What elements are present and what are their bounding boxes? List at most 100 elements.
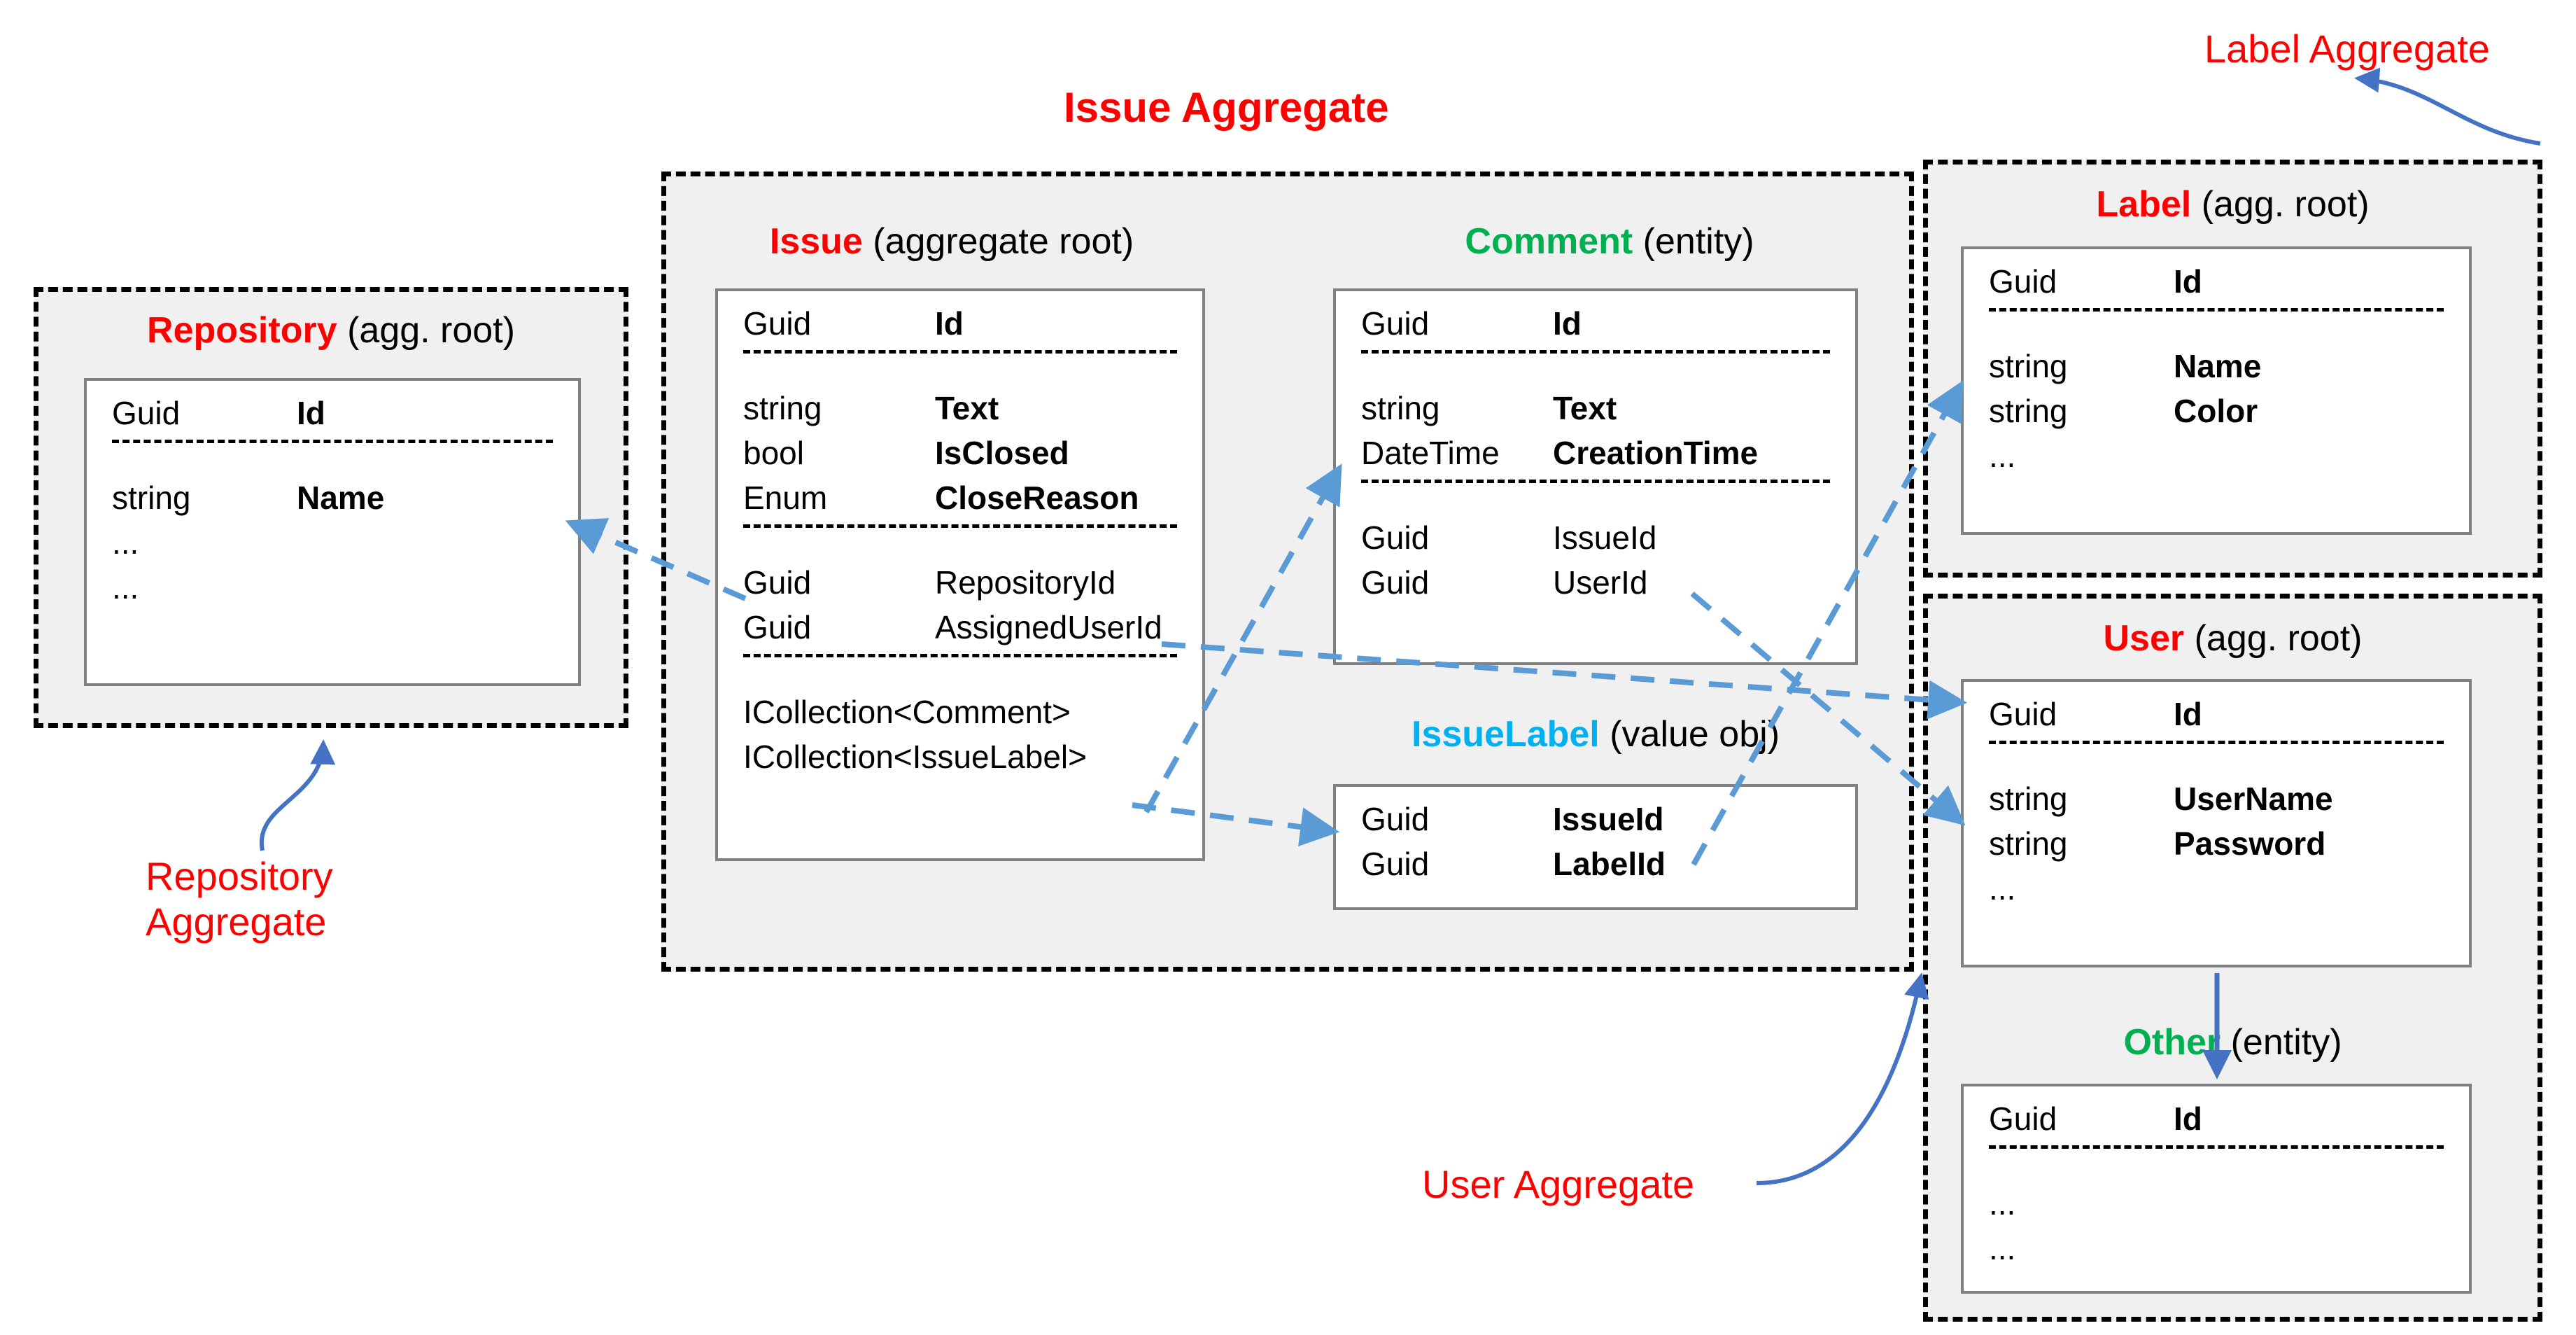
- field-name: Name: [2174, 348, 2262, 384]
- table-row: Guid IssueId: [1336, 797, 1855, 841]
- class-name-repository: Repository: [147, 310, 337, 351]
- row-separator: [743, 350, 1177, 382]
- table-row: string Password: [1964, 821, 2469, 866]
- row-separator: [743, 654, 1177, 685]
- table-row: Guid Id: [1964, 692, 2469, 736]
- field-name: RepositoryId: [935, 564, 1116, 601]
- table-row: string Color: [1964, 389, 2469, 433]
- ellipsis-row: ...: [1989, 1185, 2016, 1222]
- field-name: Id: [297, 395, 325, 431]
- table-row: Guid Id: [1964, 1096, 2469, 1141]
- field-type: string: [1361, 390, 1440, 426]
- table-row: string Name: [87, 475, 578, 520]
- table-row: string Text: [718, 386, 1202, 431]
- class-kind-other: (entity): [2230, 1022, 2342, 1063]
- field-type: DateTime: [1361, 435, 1500, 471]
- field-type: Guid: [1361, 305, 1430, 342]
- caption-repository: Repository (agg. root): [34, 312, 628, 350]
- field-name: Id: [2174, 263, 2202, 300]
- table-row: ICollection<IssueLabel>: [718, 734, 1202, 779]
- table-row: Guid AssignedUserId: [718, 605, 1202, 650]
- callout-arrow-user-aggregate: [1756, 972, 1929, 1185]
- table-row: Guid Id: [87, 391, 578, 435]
- field-type: Guid: [112, 395, 181, 431]
- callout-line-2: Aggregate: [146, 899, 327, 944]
- table-row: Guid IssueId: [1336, 515, 1855, 560]
- caption-issue: Issue (aggregate root): [700, 223, 1204, 261]
- callout-line-1: Repository: [146, 854, 333, 898]
- class-kind-user: (agg. root): [2194, 618, 2363, 659]
- table-row: Guid Id: [1964, 259, 2469, 304]
- field-type: bool: [743, 435, 804, 471]
- table-row: Guid Id: [718, 301, 1202, 346]
- field-type: string: [743, 390, 822, 426]
- table-row: string Name: [1964, 344, 2469, 389]
- class-name-comment: Comment: [1465, 221, 1633, 262]
- row-separator: [112, 440, 553, 471]
- callout-user-aggregate: User Aggregate: [1422, 1162, 1695, 1206]
- field-type: Guid: [1361, 564, 1430, 601]
- entity-box-issuelabel: Guid IssueId Guid LabelId: [1333, 784, 1858, 910]
- field-name: AssignedUserId: [935, 609, 1162, 645]
- table-row: ICollection<Comment>: [718, 690, 1202, 734]
- field-type: string: [1989, 393, 2068, 429]
- caption-label: Label (agg. root): [1923, 186, 2542, 224]
- class-kind-comment: (entity): [1642, 221, 1754, 262]
- field-name: Text: [935, 390, 999, 426]
- class-kind-issue: (aggregate root): [873, 221, 1134, 262]
- field-type: Guid: [1361, 846, 1430, 882]
- row-separator: [1989, 308, 2444, 340]
- field-type: Guid: [743, 564, 812, 601]
- class-kind-issuelabel: (value obj): [1610, 714, 1780, 755]
- field-name: ICollection<IssueLabel>: [743, 739, 1087, 775]
- ellipsis-row: ...: [112, 569, 139, 606]
- field-type: Enum: [743, 480, 828, 516]
- field-name: IsClosed: [935, 435, 1069, 471]
- field-type: string: [112, 480, 191, 516]
- entity-box-comment: Guid Id string Text DateTime CreationTim…: [1333, 288, 1858, 665]
- class-name-user: User: [2103, 618, 2185, 659]
- field-name: ICollection<Comment>: [743, 694, 1071, 730]
- table-row: Enum CloseReason: [718, 475, 1202, 520]
- field-type: Guid: [743, 609, 812, 645]
- field-name: Id: [2174, 1100, 2202, 1137]
- field-type: Guid: [1361, 801, 1430, 837]
- field-name: Password: [2174, 825, 2326, 862]
- table-row: string UserName: [1964, 776, 2469, 821]
- field-type: string: [1989, 781, 2068, 817]
- row-separator: [1361, 350, 1830, 382]
- row-separator: [1989, 1145, 2444, 1177]
- class-name-issuelabel: IssueLabel: [1411, 714, 1600, 755]
- class-kind-repository: (agg. root): [347, 310, 515, 351]
- entity-box-other: Guid Id ... ...: [1961, 1084, 2472, 1294]
- row-separator: [743, 524, 1177, 556]
- field-type: Guid: [1361, 519, 1430, 556]
- table-row: Guid UserId: [1336, 560, 1855, 605]
- field-name: LabelId: [1553, 846, 1666, 882]
- row-separator: [1989, 741, 2444, 772]
- field-name: UserId: [1553, 564, 1648, 601]
- caption-user: User (agg. root): [1923, 620, 2542, 658]
- field-name: IssueId: [1553, 801, 1664, 837]
- field-name: Id: [1553, 305, 1582, 342]
- field-name: Name: [297, 480, 385, 516]
- class-name-other: Other: [2123, 1022, 2221, 1063]
- ellipsis-row: ...: [112, 524, 139, 561]
- field-name: Color: [2174, 393, 2258, 429]
- field-type: Guid: [743, 305, 812, 342]
- field-type: Guid: [1989, 263, 2057, 300]
- field-name: UserName: [2174, 781, 2333, 817]
- class-name-label: Label: [2096, 184, 2192, 225]
- callout-label-aggregate: Label Aggregate: [2204, 27, 2490, 71]
- callout-arrow-label-aggregate: [2354, 67, 2541, 146]
- callout-repository-aggregate: Repository Aggregate: [146, 854, 333, 945]
- field-name: Text: [1553, 390, 1617, 426]
- entity-box-label: Guid Id string Name string Color ...: [1961, 246, 2472, 535]
- field-name: CreationTime: [1553, 435, 1759, 471]
- callout-arrow-repository-aggregate: [259, 739, 336, 851]
- class-kind-label: (agg. root): [2201, 184, 2370, 225]
- table-row: string Text: [1336, 386, 1855, 431]
- caption-issuelabel: IssueLabel (value obj): [1351, 715, 1840, 754]
- field-type: Guid: [1989, 696, 2057, 732]
